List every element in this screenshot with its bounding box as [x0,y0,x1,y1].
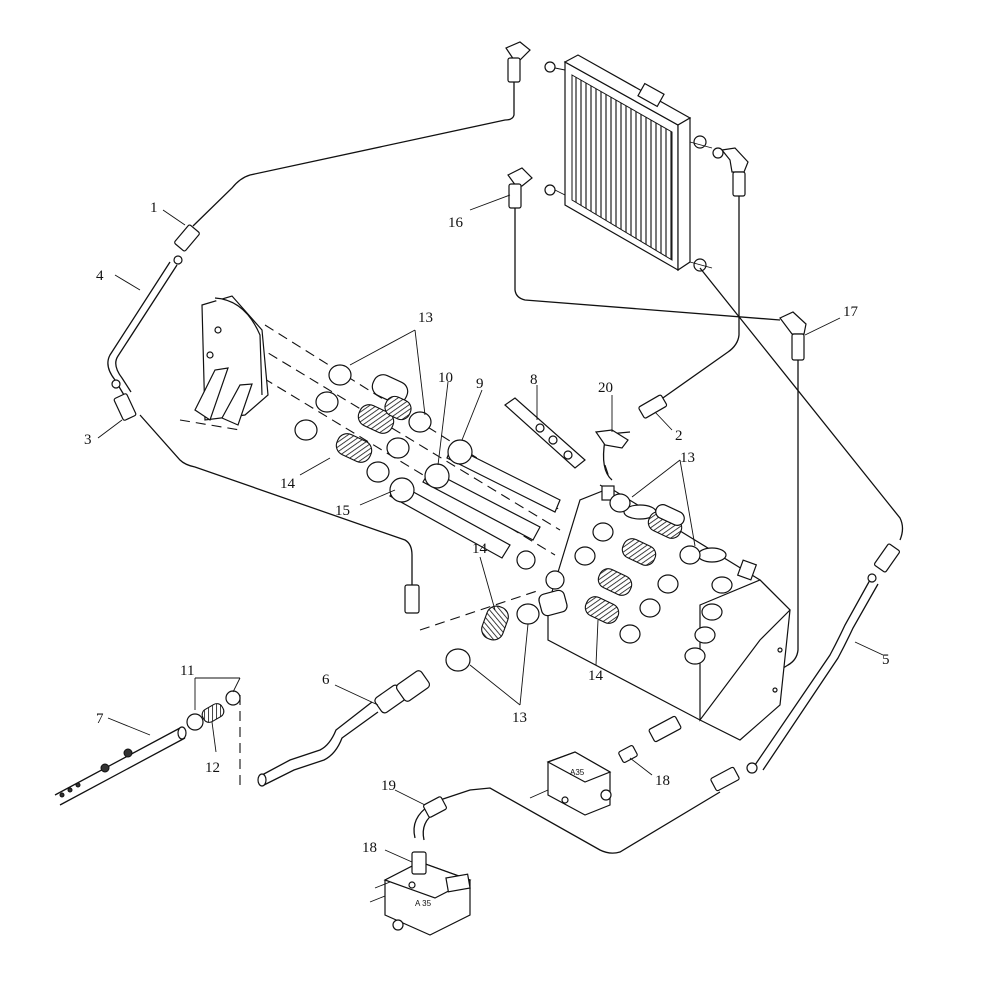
callout-7: 7 [96,711,104,727]
elbow-fitting-17 [779,311,807,361]
control-valve-block [547,485,791,741]
callout-6: 6 [322,672,330,688]
callout-14-center: 14 [472,541,488,557]
clamp-11-filter-12 [186,690,241,731]
callout-19: 19 [381,778,396,794]
callout-11: 11 [180,663,194,679]
callout-8: 8 [530,372,538,388]
leader-lines [97,194,884,863]
callout-14-left: 14 [280,476,296,492]
hose-15 [389,477,511,559]
elbow-19 [422,796,448,818]
callout-labels: 1 2 3 4 5 6 7 8 9 10 11 12 13 13 13 14 1… [84,200,890,856]
fitting-2 [638,394,668,419]
elbow-fitting-cooler-outlet [712,147,749,197]
callout-18-right: 18 [655,773,670,789]
valve-upper-plate: A35 [570,768,585,777]
fitting-5-upper [867,543,901,583]
callout-5: 5 [882,652,890,668]
callout-18-lower: 18 [362,840,377,856]
oil-cooler [544,54,713,272]
callout-13-top-left: 13 [418,310,433,326]
fitting-18-upper [618,745,638,763]
fitting-center [404,584,420,614]
valve-lower-plate: A 35 [415,899,432,908]
hose-10 [422,463,541,541]
clamps-and-filters-left [294,364,432,483]
hose-9 [446,439,561,513]
clamps-and-filters-lower [445,603,540,672]
fitting-1 [173,224,200,265]
hose-6 [257,670,431,787]
hydraulic-lines [107,82,904,854]
callout-17: 17 [843,304,859,320]
valve-a35-lower: A 35 [369,861,472,936]
callout-14-right: 14 [588,668,604,684]
callout-20: 20 [598,380,613,396]
manifold-8 [504,397,586,469]
callout-13-bottom: 13 [512,710,527,726]
callout-13-right: 13 [680,450,695,466]
clamps-and-filters-right [516,493,701,644]
callout-2: 2 [675,428,683,444]
callout-9: 9 [476,376,484,392]
fitting-17-lower [648,715,682,743]
fitting-18-lower [411,851,427,875]
tube-7 [54,726,187,806]
elbow-20 [594,429,629,449]
callout-3: 3 [84,432,92,448]
elbow-fitting-cooler-inlet [505,41,531,83]
callout-4: 4 [96,268,104,284]
fitting-5-lower [710,762,758,792]
fitting-3 [111,379,137,421]
elbow-fitting-16 [507,167,533,209]
valve-a35-upper: A35 [529,751,612,816]
callout-16: 16 [448,215,464,231]
callout-15: 15 [335,503,350,519]
pump-flange [194,295,269,426]
callout-1: 1 [150,200,158,216]
callout-12: 12 [205,760,220,776]
callout-10: 10 [438,370,453,386]
